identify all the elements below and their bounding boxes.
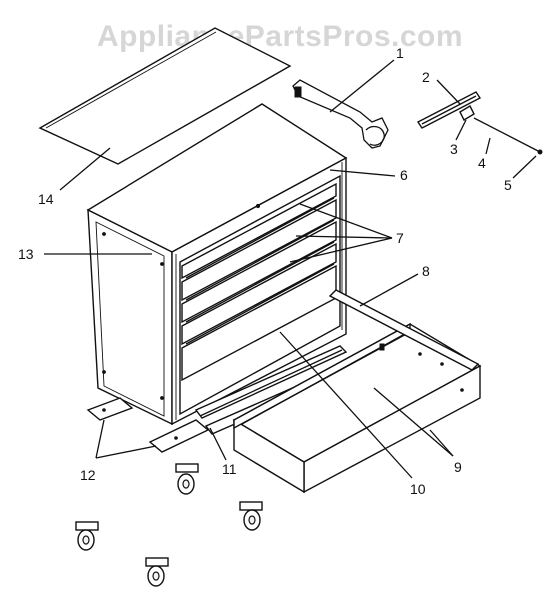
part-top-mat[interactable] (38, 27, 292, 165)
callout-3: 3 (450, 141, 458, 157)
leader-lines (44, 59, 537, 479)
callout-labels: 1 2 3 4 5 6 7 8 9 10 11 12 13 14 (18, 45, 512, 497)
part-bottom-drawer[interactable] (232, 289, 482, 494)
part-handle[interactable] (292, 79, 389, 149)
callout-9: 9 (454, 459, 462, 475)
callout-1: 1 (396, 45, 404, 61)
watermark-logo: AppliancePartsPros.com (96, 20, 464, 53)
callout-2: 2 (422, 69, 430, 85)
callout-6: 6 (400, 167, 408, 183)
part-rod[interactable] (473, 117, 543, 155)
caster-wheel[interactable] (75, 521, 99, 551)
callout-7: 7 (396, 230, 404, 246)
part-slide-rail[interactable] (416, 91, 482, 129)
callout-10: 10 (410, 481, 426, 497)
caster-wheel[interactable] (145, 557, 169, 587)
callout-8: 8 (422, 263, 430, 279)
callout-12: 12 (80, 467, 96, 483)
part-cabinet[interactable] (86, 103, 348, 426)
caster-wheel[interactable] (239, 501, 263, 531)
caster-wheel[interactable] (175, 463, 199, 495)
part-caster-bracket[interactable] (86, 397, 210, 453)
callout-14: 14 (38, 191, 54, 207)
callout-4: 4 (478, 155, 486, 171)
callout-5: 5 (504, 177, 512, 193)
callout-11: 11 (222, 461, 237, 477)
callout-13: 13 (18, 246, 34, 262)
